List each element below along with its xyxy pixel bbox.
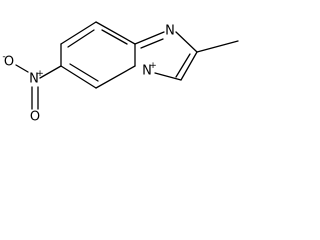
double-bond-c8a-n1-inner [140, 38, 164, 49]
bond-c5-c6 [60, 65, 97, 89]
bond-c3-n4 [154, 72, 182, 81]
bond-c8-c8a [95, 21, 136, 45]
bond-n4-c5 [95, 65, 136, 89]
bond-c2-c3 [180, 51, 198, 81]
atom-charge-nitro-o-top: - [2, 52, 5, 62]
bond-c8a-n1 [134, 31, 165, 45]
double-bond-c2-c3-inner [175, 53, 191, 78]
bond-c2-methyl [196, 40, 239, 53]
atom-charge-nitro-n: + [36, 69, 44, 79]
bond-n1-c2 [175, 31, 198, 53]
atom-label-nitro-o-top: O [4, 55, 14, 70]
double-bond-c8-c8a-inner [101, 29, 128, 45]
bond-nitro-n-o-top [15, 64, 29, 73]
double-bond-c5-c6-inner [69, 63, 99, 82]
double-bond-c7-c8-inner [67, 29, 95, 48]
atom-charge-bridgehead-n: + [149, 61, 157, 71]
atom-label-nitro-o-bottom: O [30, 110, 40, 125]
atom-label-nitro-n: N [29, 72, 39, 87]
bond-c7-c8 [60, 21, 97, 45]
molecule-structure: N N + N + O - O [2, 21, 239, 125]
bond-c6-nitro-n [39, 65, 62, 79]
atom-label-imidazole-n: N [165, 24, 175, 39]
atom-label-bridgehead-n: N [142, 64, 152, 79]
